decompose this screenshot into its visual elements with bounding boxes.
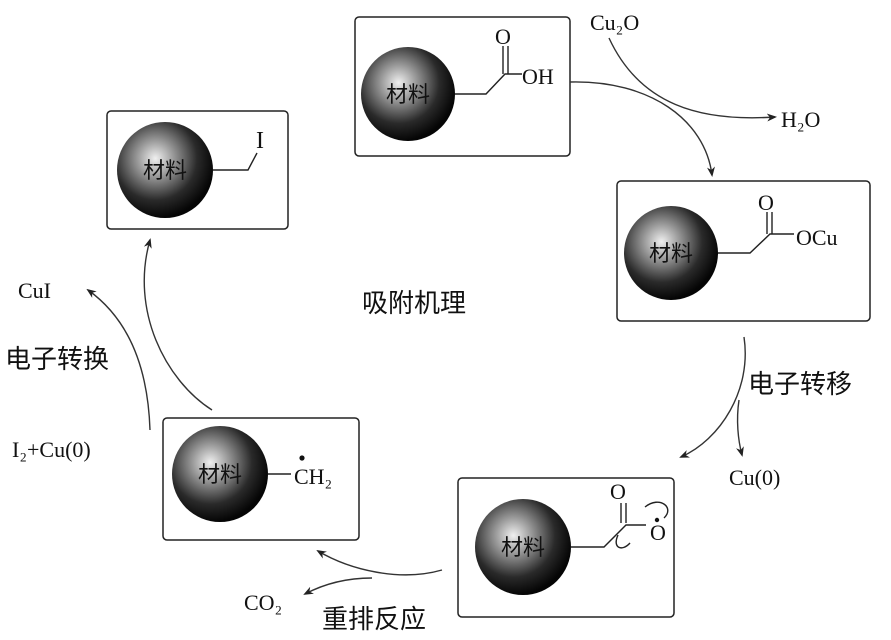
cu0-label: Cu(0)	[729, 465, 780, 490]
arrow-carboxylate-to-radical	[679, 336, 746, 458]
arrow-cui-release	[86, 288, 151, 431]
hydroxyl-group: OH	[522, 64, 554, 89]
h2o-label: H₂O	[781, 107, 820, 132]
cui-label: CuI	[18, 278, 51, 303]
iodide-panel: 材料 I	[106, 110, 289, 230]
arrow-cu2o-to-h2o	[608, 37, 777, 122]
sphere-label: 材料	[649, 242, 693, 267]
arrow-methylene-to-iodide	[143, 238, 213, 411]
methylene-radical-panel: 材料 CH₂	[162, 417, 360, 541]
material-sphere	[117, 122, 213, 218]
copper-carboxylate-group: OCu	[796, 225, 838, 250]
carbonyl-oxygen: O	[610, 479, 626, 504]
carboxylic-acid-panel: 材料 O OH	[354, 16, 571, 157]
step-electron-exchange: 电子转换	[5, 345, 109, 375]
methylene-group: CH₂	[294, 464, 332, 489]
material-sphere	[475, 499, 571, 595]
cu2o-label: Cu₂O	[590, 10, 639, 35]
iodine-atom: I	[256, 128, 264, 154]
sphere-label: 材料	[198, 463, 242, 488]
center-title: 吸附机理	[362, 289, 466, 319]
arrow-acid-to-carboxylate	[569, 81, 715, 177]
radical-dot	[654, 517, 660, 523]
material-sphere	[172, 426, 268, 522]
arrow-cu0-release	[736, 399, 744, 457]
radical-oxygen: O	[650, 520, 666, 545]
material-sphere	[624, 206, 718, 300]
material-sphere	[361, 47, 455, 141]
electron-curved-arrow	[615, 534, 631, 549]
sphere-label: 材料	[143, 159, 187, 184]
co2-label: CO₂	[244, 590, 282, 615]
arrow-co2-release	[303, 577, 373, 595]
carboxyl-radical-panel: 材料 O O	[457, 477, 675, 618]
copper-carboxylate-panel: 材料 O OCu	[616, 180, 871, 322]
arrow-radical-to-methylene	[316, 549, 443, 576]
carbonyl-oxygen: O	[495, 24, 511, 49]
sphere-label: 材料	[501, 536, 545, 561]
i2-cu0-label: I₂+Cu(0)	[12, 437, 91, 462]
step-electron-transfer: 电子转移	[748, 370, 852, 400]
step-rearrangement: 重排反应	[322, 605, 426, 635]
electron-curved-arrow	[644, 501, 669, 519]
sphere-label: 材料	[386, 83, 430, 108]
carbonyl-oxygen: O	[758, 190, 774, 215]
radical-dot	[299, 455, 305, 461]
